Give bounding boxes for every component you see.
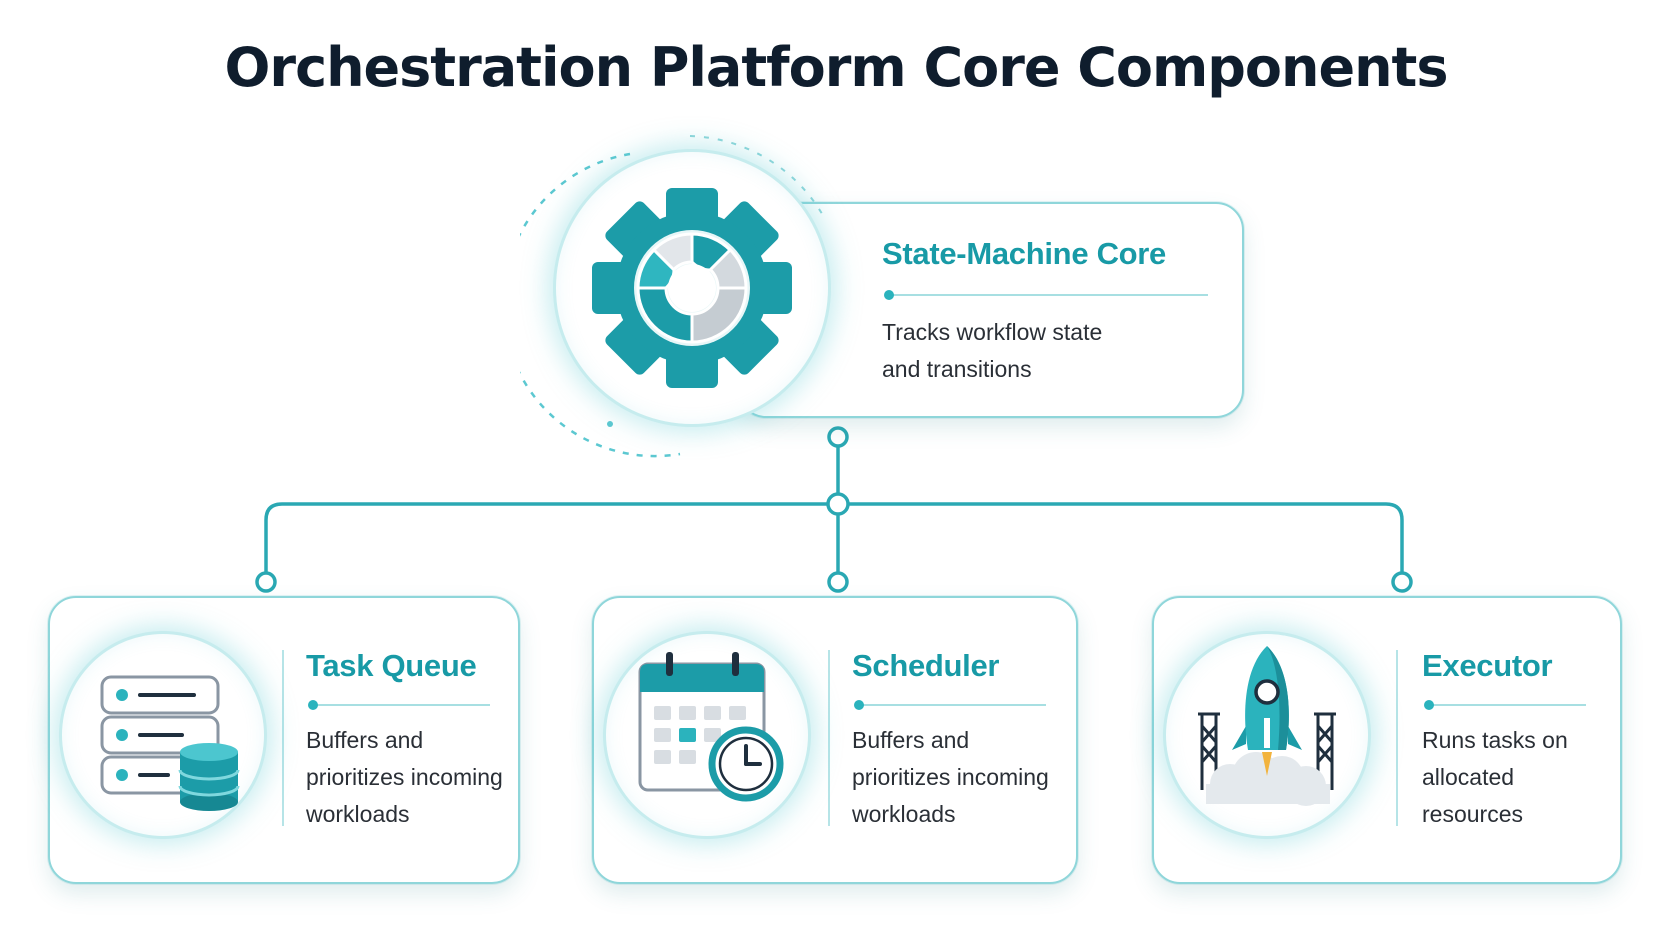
- scheduler-icon-circle: [606, 634, 808, 836]
- gear-icon: [592, 188, 792, 388]
- scheduler-description: Buffers and prioritizes incoming workloa…: [852, 722, 1049, 833]
- rocket-launch-icon: [1198, 646, 1336, 806]
- connector-node-top: [827, 426, 849, 448]
- task-queue-heading: Task Queue: [306, 648, 477, 683]
- core-description: Tracks workflow state and transitions: [882, 314, 1102, 388]
- task-queue-icon-circle: [62, 634, 264, 836]
- executor-rule: [1424, 700, 1586, 710]
- calendar-clock-icon: [638, 652, 784, 802]
- core-icon-circle: [556, 152, 828, 424]
- task-queue-rule: [308, 700, 490, 710]
- core-orbit-ring: [520, 135, 826, 458]
- scheduler-description-line-1: Buffers and: [852, 727, 970, 753]
- scheduler-divider: [828, 650, 830, 826]
- executor-description: Runs tasks on allocated resources: [1422, 722, 1568, 833]
- core-card: State-Machine Core Tracks workflow state…: [738, 202, 1244, 418]
- executor-description-line-2: allocated: [1422, 764, 1515, 790]
- executor-divider: [1396, 650, 1398, 826]
- core-divider: [884, 290, 1208, 300]
- connector-node-junction: [826, 492, 850, 516]
- core-description-line-1: Tracks workflow state: [882, 319, 1103, 345]
- page-title: Orchestration Platform Core Components: [224, 36, 1449, 99]
- executor-description-line-1: Runs tasks on: [1422, 727, 1568, 753]
- task-queue-description-line-3: workloads: [306, 801, 410, 827]
- scheduler-description-line-2: prioritizes incoming: [852, 764, 1049, 790]
- task-queue-description-line-2: prioritizes incoming: [306, 764, 503, 790]
- connector-node-middle: [827, 571, 849, 593]
- server-stack-database-icon: [100, 675, 240, 811]
- scheduler-description-line-3: workloads: [852, 801, 956, 827]
- scheduler-heading: Scheduler: [852, 648, 1000, 683]
- connector-node-left: [255, 571, 277, 593]
- task-queue-divider: [282, 650, 284, 826]
- scheduler-rule: [854, 700, 1046, 710]
- task-queue-description: Buffers and prioritizes incoming workloa…: [306, 722, 503, 833]
- connector-node-right: [1391, 571, 1413, 593]
- task-queue-description-line-1: Buffers and: [306, 727, 424, 753]
- core-heading: State-Machine Core: [882, 236, 1166, 271]
- executor-icon-circle: [1166, 634, 1368, 836]
- executor-heading: Executor: [1422, 648, 1553, 683]
- executor-description-line-3: resources: [1422, 801, 1523, 827]
- core-description-line-2: and transitions: [882, 356, 1032, 382]
